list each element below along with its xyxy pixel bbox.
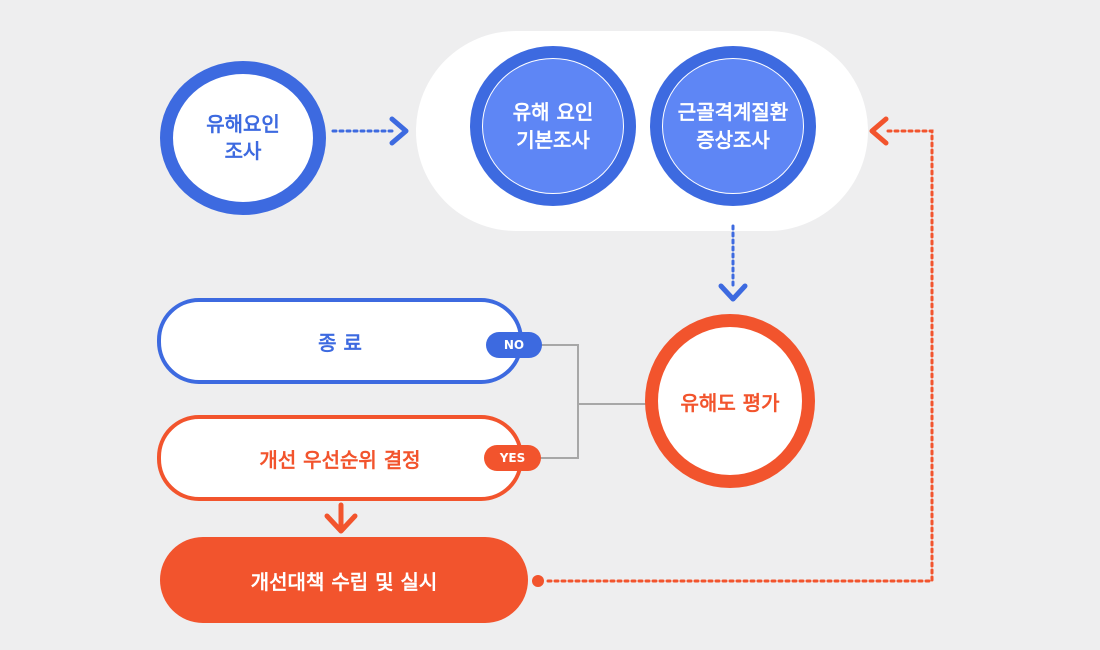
feedback-start-dot — [532, 575, 544, 587]
node-action-label: 개선대책 수립 및 실시 — [250, 569, 438, 594]
node-basic-survey-line1: 유해 요인 — [512, 100, 594, 124]
arrowhead-priority-to-action — [324, 513, 358, 534]
arrowhead-feedback-loop — [869, 116, 889, 146]
node-hazard-survey-line1: 유해요인 — [206, 112, 280, 136]
node-risk-assessment: 유해도 평가 — [645, 314, 815, 488]
connector-feedback-loop — [546, 129, 934, 583]
tag-yes: YES — [484, 445, 541, 471]
node-risk-assessment-label: 유해도 평가 — [680, 390, 780, 415]
node-basic-survey-line2: 기본조사 — [516, 128, 590, 152]
node-end-label: 종 료 — [318, 330, 362, 355]
connector-decision-branches — [540, 344, 579, 459]
node-symptom-survey-line2: 증상조사 — [696, 128, 770, 152]
tag-no: NO — [486, 332, 542, 358]
node-priority: 개선 우선순위 결정 — [157, 415, 523, 501]
arrowhead-group-to-assessment — [718, 283, 748, 302]
node-hazard-survey-line2: 조사 — [224, 139, 262, 163]
node-symptom-survey: 근골격계질환 증상조사 — [650, 46, 816, 206]
node-basic-survey: 유해 요인 기본조사 — [470, 46, 636, 206]
node-end: 종 료 — [157, 298, 523, 384]
node-priority-label: 개선 우선순위 결정 — [259, 447, 421, 472]
arrowhead-hazard-to-group — [389, 116, 409, 146]
node-symptom-survey-line1: 근골격계질환 — [677, 100, 789, 124]
node-action: 개선대책 수립 및 실시 — [160, 537, 528, 623]
node-hazard-survey: 유해요인 조사 — [160, 61, 326, 215]
